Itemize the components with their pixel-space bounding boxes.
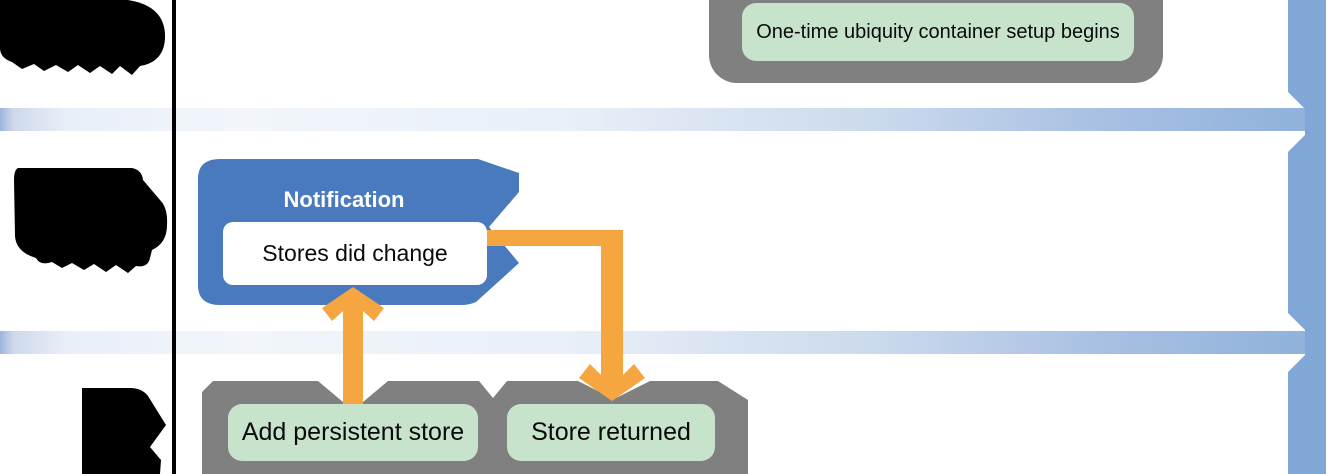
setup-banner-box: One-time ubiquity container setup begins [742, 3, 1134, 61]
up-arrow-icon [322, 287, 384, 404]
notification-message-label: Stores did change [262, 240, 448, 266]
notification-message-card: Stores did change [223, 222, 487, 285]
down-arrowhead-icon [579, 364, 645, 401]
timeline-bar-icon [1288, 0, 1326, 474]
notification-title-label: Notification [283, 187, 405, 212]
swimlane-band-top [0, 108, 1326, 131]
store-returned-label: Store returned [531, 418, 691, 446]
lane-divider-rule [172, 0, 176, 474]
add-persistent-store-box: Add persistent store [228, 404, 478, 461]
store-returned-box: Store returned [507, 404, 715, 461]
elbow-arrow-vertical-segment [601, 230, 623, 372]
redacted-lane-label-2 [14, 168, 168, 273]
notification-title: Notification [198, 186, 490, 214]
setup-banner-label: One-time ubiquity container setup begins [756, 20, 1120, 43]
redacted-lane-label-1 [0, 0, 166, 75]
elbow-arrow-horizontal-segment [486, 230, 623, 246]
swimlane-band-bottom [0, 331, 1326, 354]
redacted-lane-label-3 [82, 388, 166, 474]
add-persistent-store-label: Add persistent store [241, 418, 465, 446]
